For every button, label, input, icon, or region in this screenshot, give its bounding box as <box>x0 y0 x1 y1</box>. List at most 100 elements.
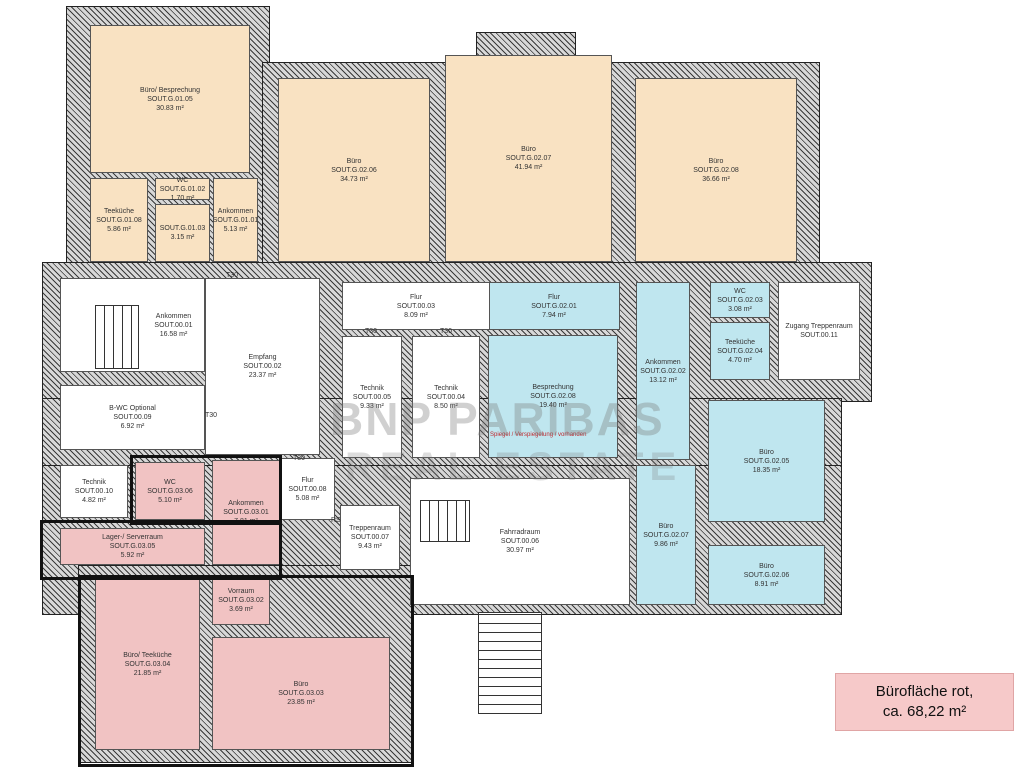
room-area: 21.85 m² <box>133 669 162 677</box>
room-area: 8.91 m² <box>754 580 779 588</box>
room-name: Büro <box>346 157 362 165</box>
room-id: SOUT.G.01.02 <box>159 185 206 193</box>
room-id: SOUT.G.03.02 <box>218 596 264 604</box>
room-area: 3.08 m² <box>728 305 752 313</box>
room-area: 16.58 m² <box>159 330 188 338</box>
room-name: Büro <box>658 522 674 530</box>
room-area: 34.73 m² <box>340 175 368 183</box>
watermark-logo-sub: REAL ESTATE <box>345 445 683 489</box>
room-name: Besprechung <box>532 384 574 391</box>
room-id: SOUT.G.02.05 <box>743 457 790 465</box>
staircase <box>420 500 470 542</box>
room-area: 8.50 m² <box>434 402 458 410</box>
room-note: Spiegel / Verspiegelung / vorhanden <box>490 432 587 438</box>
room-id: SOUT.G.03.04 <box>124 660 171 668</box>
room-name: Flur <box>409 293 423 301</box>
room-area: 23.85 m² <box>287 699 315 706</box>
room-id: SOUT.G.02.08 <box>693 166 739 174</box>
room-area: 5.13 m² <box>223 225 248 233</box>
room-name: Büro <box>759 448 774 456</box>
watermark-logo: BNP PARIBAS <box>330 393 665 445</box>
room-area: 9.43 m² <box>358 543 382 550</box>
room-name: Lager-/ Serverraum <box>102 534 163 541</box>
room-area: 4.82 m² <box>82 497 106 504</box>
room-id: SOUT.00.05 <box>352 393 392 401</box>
room-name: Technik <box>82 479 106 486</box>
door-label: RS <box>331 517 341 524</box>
room-area: 13.12 m² <box>649 376 677 384</box>
room-area: 3.15 m² <box>170 234 195 241</box>
room-name: Empfang <box>248 354 277 361</box>
room-id: SOUT.G.03.05 <box>109 543 156 550</box>
room-area: 5.92 m² <box>120 552 145 559</box>
door-label: T30 <box>440 328 453 335</box>
info-line-2: ca. 68,22 m² <box>882 703 967 720</box>
door-label: T30 <box>205 412 218 419</box>
room-id: SOUT.G.03.01 <box>223 509 269 516</box>
room-area: 8.09 m² <box>404 311 428 319</box>
staircase <box>95 305 139 369</box>
room-id: SOUT.00.08 <box>288 485 327 493</box>
room-name: Büro <box>293 681 309 688</box>
room-id: SOUT.G.02.04 <box>717 347 763 355</box>
room-name: B-WC Optional <box>109 405 156 412</box>
room-area: 7.81 m² <box>234 518 258 525</box>
room-id: SOUT.00.02 <box>243 363 282 370</box>
room-name: Ankommen <box>645 358 681 366</box>
room-area: 30.97 m² <box>506 547 534 554</box>
door-label: T30 <box>226 272 239 279</box>
room-name: Flur <box>301 476 314 484</box>
room-id: SOUT.G.02.07 <box>505 155 552 162</box>
room-name: Ankommen <box>155 312 192 320</box>
room-id: SOUT.G.01.05 <box>147 95 193 103</box>
room-name: Technik <box>360 384 384 392</box>
door-label: T30 <box>293 455 306 462</box>
room-name: Fahrradraum <box>499 529 541 536</box>
room-id: SOUT.G.01.03 <box>159 225 206 232</box>
room-name: WC <box>176 176 189 184</box>
room-id: SOUT.G.01.01 <box>212 216 259 224</box>
room-name: Teeküche <box>725 338 755 346</box>
room-name: Büro <box>759 562 774 570</box>
room-name: Büro/ Besprechung <box>140 86 200 94</box>
room-area: 5.08 m² <box>295 494 320 502</box>
room-name: Büro/ Teeküche <box>123 651 172 659</box>
room-id: SOUT.G.02.06 <box>331 166 377 174</box>
room-area: 23.37 m² <box>248 372 277 379</box>
office-area-info-box: Bürofläche rot, ca. 68,22 m² <box>835 673 1014 731</box>
room-id: SOUT.G.02.02 <box>640 367 686 375</box>
room-id: SOUT.00.06 <box>500 538 540 545</box>
room-name: Ankommen <box>228 500 264 507</box>
room-area: 4.70 m² <box>728 356 752 364</box>
room-id: SOUT.G.03.03 <box>278 690 324 697</box>
room-area: 9.33 m² <box>360 402 384 410</box>
room-id: SOUT.00.11 <box>800 332 838 339</box>
room-id: SOUT.G.03.06 <box>147 487 193 495</box>
room-id: SOUT.00.10 <box>74 488 114 495</box>
door-label: T30 <box>365 328 378 335</box>
room-id: SOUT.G.02.03 <box>717 296 763 304</box>
